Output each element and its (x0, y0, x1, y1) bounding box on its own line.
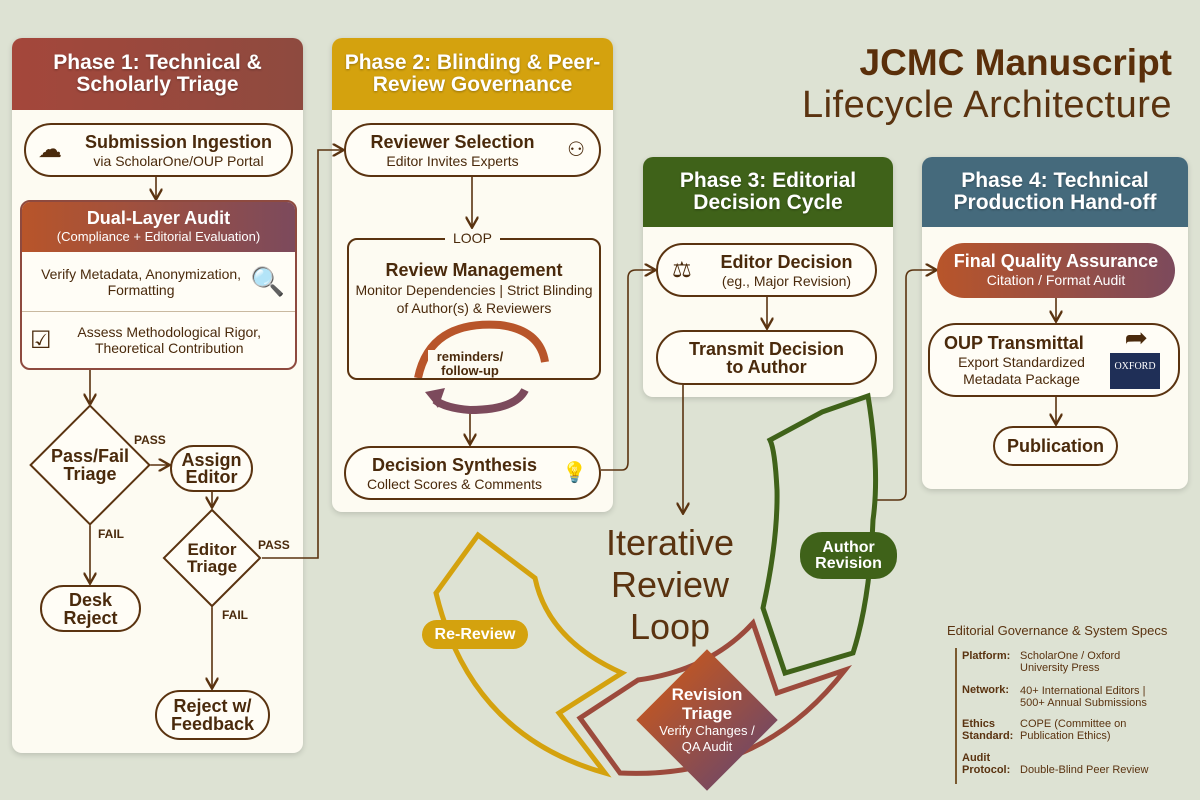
phase4-header: Phase 4: Technical Production Hand-off (922, 157, 1188, 227)
spec-value: Double-Blind Peer Review (1020, 764, 1149, 776)
desk-reject-label: Desk Reject (63, 589, 118, 628)
review-sub: Monitor Dependencies | Strict Blinding o… (355, 282, 593, 316)
arrow-pass-reviewer (262, 150, 342, 559)
oup-transmittal-node[interactable]: OUP Transmittal Export Standardized Meta… (928, 322, 1180, 397)
forward-arrow-icon: ➦ (1124, 322, 1148, 353)
submission-title: Submission Ingestion (84, 131, 272, 152)
arrow-revision-qa (876, 270, 935, 501)
reject-feedback-node[interactable]: Reject w/ Feedback (155, 690, 270, 740)
final-qa-node[interactable]: Final Quality Assurance Citation / Forma… (937, 243, 1175, 298)
transmit-decision-node[interactable]: Transmit Decision to Author (656, 330, 877, 385)
publication-node[interactable]: Publication (993, 426, 1118, 466)
decision-title: Editor Decision (720, 251, 853, 272)
checklist-icon: ☑ (30, 326, 52, 354)
transmit-label: Transmit Decision to Author (688, 338, 845, 377)
revision-triage-diamond[interactable]: Revision Triage Verify Changes / QA Audi… (627, 649, 787, 791)
dual-layer-audit-node[interactable]: Dual-Layer Audit (Compliance + Editorial… (20, 200, 297, 370)
loop-label: LOOP (445, 230, 500, 246)
assign-editor-node[interactable]: Assign Editor (170, 445, 253, 492)
people-network-icon: ⚇ (567, 139, 585, 161)
iterative-review-loop-label: Iterative Review Loop (605, 522, 735, 647)
synthesis-title: Decision Synthesis (371, 454, 538, 475)
author-revision-tag[interactable]: Author Revision (800, 532, 897, 579)
audit-item-1: Verify Metadata, Anonymization, Formatti… (22, 252, 295, 312)
audit-title: Dual-Layer Audit (86, 208, 231, 228)
magnifier-document-icon: 🔍 (250, 266, 285, 297)
reviewer-title: Reviewer Selection (370, 131, 535, 152)
reminders-label: reminders/ follow-up (428, 350, 512, 378)
decision-synthesis-node[interactable]: Decision Synthesis Collect Scores & Comm… (344, 446, 601, 500)
editor-decision-node[interactable]: ⚖ Editor Decision (eg., Major Revision) (656, 243, 877, 297)
phase3-header: Phase 3: Editorial Decision Cycle (643, 157, 893, 227)
oup-title: OUP Transmittal (944, 333, 1084, 353)
desk-reject-node[interactable]: Desk Reject (40, 585, 141, 632)
phase2-panel: Phase 2: Blinding & Peer-Review Governan… (332, 38, 613, 512)
spec-key: Platform: (962, 650, 1011, 662)
submission-ingestion-node[interactable]: ☁ Submission Ingestion via ScholarOne/OU… (24, 123, 293, 177)
assign-label: Assign Editor (181, 449, 242, 487)
spec-value: ScholarOne / Oxford University Press (1020, 650, 1121, 674)
spec-key: Network: (962, 684, 1010, 696)
qa-title: Final Quality Assurance (953, 251, 1159, 271)
reviewer-sub: Editor Invites Experts (386, 152, 519, 169)
spec-key: Ethics Standard: (962, 718, 1014, 742)
submission-sub: via ScholarOne/OUP Portal (93, 152, 264, 169)
arrow-synthesis-decision (601, 270, 654, 471)
passfail-label: Pass/Fail Triage (50, 446, 130, 484)
review-management-loop-box[interactable]: LOOP Review Management Monitor Dependenc… (347, 230, 601, 380)
spec-value: 40+ International Editors | 500+ Annual … (1020, 685, 1147, 709)
reject-feedback-label: Reject w/ Feedback (170, 696, 255, 734)
pass2-label: PASS (258, 538, 290, 552)
fail2-label: FAIL (222, 608, 248, 622)
synthesis-sub: Collect Scores & Comments (366, 475, 543, 492)
qa-sub: Citation / Format Audit (986, 272, 1126, 288)
revision-triage-label: Revision Triage (671, 685, 743, 723)
pass-fail-triage-diamond[interactable]: Pass/Fail Triage (29, 404, 151, 526)
fail1-label: FAIL (98, 527, 124, 541)
reminders-loop-bottom (432, 387, 529, 415)
author-revision-arrow-shape (760, 392, 879, 677)
decision-sub: (eg., Major Revision) (721, 272, 852, 289)
review-title: Review Management (385, 260, 563, 280)
revision-triage-sub: Verify Changes / QA Audit (659, 723, 755, 754)
page-title: JCMC Manuscript Lifecycle Architecture (802, 42, 1172, 127)
reviewer-selection-node[interactable]: Reviewer Selection Editor Invites Expert… (344, 123, 601, 177)
editor-triage-label: Editor Triage (186, 540, 238, 576)
audit-item-2: ☑ Assess Methodological Rigor, Theoretic… (22, 312, 295, 368)
audit-header: Dual-Layer Audit (Compliance + Editorial… (22, 202, 295, 252)
cloud-upload-icon: ☁ (38, 136, 62, 163)
audit-item1-text: Verify Metadata, Anonymization, Formatti… (41, 265, 242, 298)
pass1-label: PASS (134, 433, 166, 447)
title-line1: JCMC Manuscript (859, 42, 1172, 83)
specs-title: Editorial Governance & System Specs (947, 623, 1168, 638)
audit-item2-text: Assess Methodological Rigor, Theoretical… (77, 324, 262, 356)
spec-key: Audit Protocol: (962, 752, 1011, 776)
rereview-arrow-shape (433, 531, 628, 778)
audit-sub: (Compliance + Editorial Evaluation) (56, 229, 261, 244)
editor-triage-diamond[interactable]: Editor Triage (162, 508, 262, 608)
spec-value: COPE (Committee on Publication Ethics) (1020, 718, 1127, 742)
phase2-header: Phase 2: Blinding & Peer-Review Governan… (332, 38, 613, 110)
title-line2: Lifecycle Architecture (801, 84, 1172, 126)
phase1-header: Phase 1: Technical & Scholarly Triage (12, 38, 303, 110)
oxford-logo: OXFORD (1110, 353, 1160, 389)
oup-sub: Export Standardized Metadata Package (958, 354, 1085, 387)
lightbulb-scale-icon: 💡 (562, 462, 587, 484)
gavel-icon: ⚖ (672, 257, 692, 282)
specs-divider (955, 648, 957, 784)
publication-label: Publication (1006, 435, 1104, 456)
rereview-tag[interactable]: Re-Review (422, 620, 528, 649)
